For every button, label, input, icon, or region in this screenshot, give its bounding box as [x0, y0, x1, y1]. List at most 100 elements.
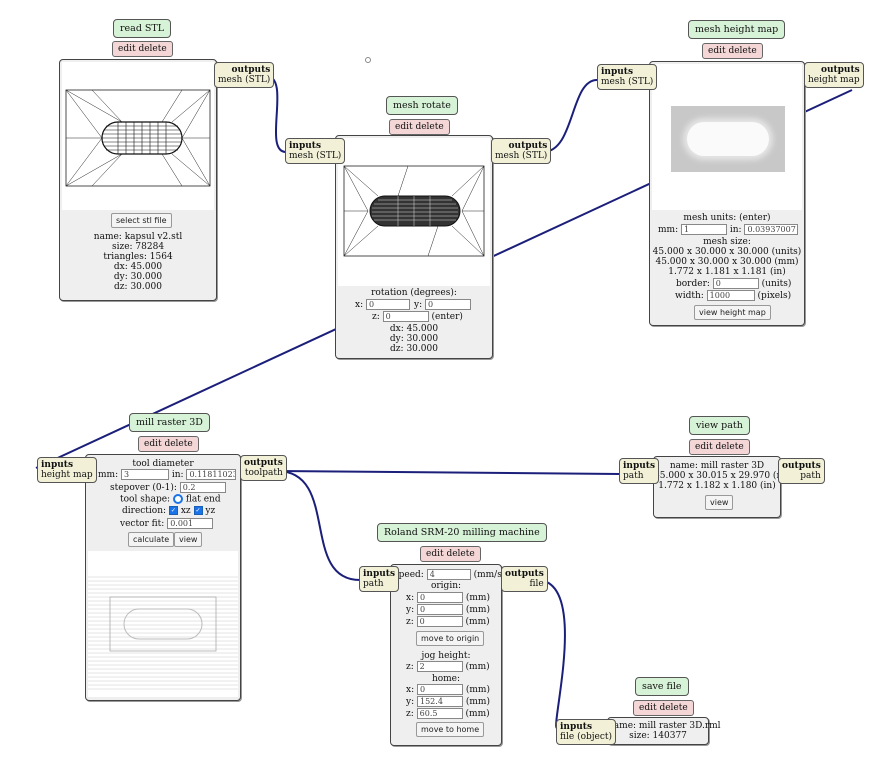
rotation-x-row: x: 0 — [355, 299, 410, 311]
stepover-label: stepover (0-1): — [110, 483, 177, 493]
mm-unit: (mm) — [465, 605, 490, 615]
port-type: path — [623, 471, 644, 481]
y-label: y: — [406, 697, 415, 707]
roland-input-port[interactable]: inputs path — [359, 566, 400, 592]
inputs-label: inputs — [41, 460, 74, 470]
tool-in-input[interactable]: 0.11811023( — [186, 469, 237, 480]
mesh-height-map-input-port[interactable]: inputs mesh (STL) — [597, 64, 658, 90]
origin-label: origin: — [430, 581, 462, 591]
jog-z-input[interactable]: 2 — [416, 661, 463, 672]
mesh-rotate-edit-delete[interactable]: edit delete — [389, 119, 450, 135]
mesh-height-map-output-port[interactable]: outputs height map — [804, 62, 864, 88]
home-x-input[interactable]: 0 — [416, 684, 463, 695]
z-label: z: — [406, 617, 414, 627]
save-file-size: size: 140377 — [629, 731, 687, 741]
view-path-output-port[interactable]: outputs path — [778, 458, 825, 484]
mm-unit: (mm) — [465, 709, 490, 719]
mesh-rotate-input-port[interactable]: inputs mesh (STL) — [285, 138, 346, 164]
outputs-label: outputs — [508, 141, 548, 151]
origin-z-input[interactable]: 0 — [416, 616, 463, 627]
direction-row: direction: ✓ xz ✓ yz — [122, 506, 215, 517]
read-stl-preview — [62, 62, 214, 210]
origin-y-input[interactable]: 0 — [417, 604, 463, 615]
port-type: height map — [41, 470, 93, 480]
width-unit: (pixels) — [757, 291, 792, 301]
outputs-label: outputs — [782, 461, 821, 471]
read-stl-title[interactable]: read STL — [113, 19, 172, 38]
roland-edit-delete[interactable]: edit delete — [420, 546, 481, 562]
save-file-panel: name: mill raster 3D.rml size: 140377 — [607, 717, 721, 745]
tool-diameter-label: tool diameter — [132, 459, 194, 469]
rotation-y-row: y: 0 — [414, 299, 471, 311]
wire-mill-to-viewpath — [276, 470, 621, 475]
tool-diameter-row: mm: 3 in: 0.11811023( — [98, 469, 237, 481]
tool-mm-input[interactable]: 3 — [120, 469, 169, 480]
mm-label: mm: — [658, 225, 679, 235]
border-unit: (units) — [761, 279, 792, 289]
view-path-input-port[interactable]: inputs path — [619, 458, 660, 484]
mill-raster-edit-delete[interactable]: edit delete — [138, 436, 199, 452]
toolpath-image — [88, 576, 238, 690]
mesh-height-map-title[interactable]: mesh height map — [688, 20, 786, 39]
view-toolpath-button[interactable]: view — [174, 532, 203, 547]
move-to-origin-button[interactable]: move to origin — [416, 631, 485, 646]
mill-raster-title[interactable]: mill raster 3D — [129, 413, 210, 432]
width-input[interactable]: 1000 — [706, 290, 755, 301]
yz-checkbox[interactable]: ✓ — [193, 506, 203, 515]
stepover-input[interactable]: 0.2 — [179, 482, 226, 493]
speed-input[interactable]: 4 — [426, 569, 471, 580]
roland-title[interactable]: Roland SRM-20 milling machine — [377, 523, 547, 542]
home-y-input[interactable]: 152.4 — [417, 696, 463, 707]
save-file-edit-delete[interactable]: edit delete — [633, 700, 694, 716]
border-input[interactable]: 0 — [712, 278, 759, 289]
tool-shape-label: tool shape: — [120, 494, 171, 505]
mesh-height-map-panel: mesh units: (enter) mm: 1 in: 0.03937007… — [649, 61, 805, 326]
calculate-button[interactable]: calculate — [128, 532, 175, 547]
move-to-home-button[interactable]: move to home — [416, 722, 485, 737]
mm-unit: (mm) — [465, 685, 490, 695]
mesh-units-in-input[interactable]: 0.03937007 — [744, 224, 799, 235]
width-label: width: — [675, 291, 704, 301]
inputs-label: inputs — [601, 67, 634, 77]
mesh-rotate-output-port[interactable]: outputs mesh (STL) — [491, 138, 552, 164]
jog-z-row: z: 2 (mm) — [406, 661, 490, 673]
flat-end-radio[interactable] — [172, 494, 183, 504]
outputs-label: outputs — [231, 65, 271, 75]
mesh-size-in: 1.772 x 1.181 x 1.181 (in) — [668, 267, 786, 277]
read-stl-edit-delete[interactable]: edit delete — [112, 41, 173, 57]
border-row: border: 0 (units) — [676, 278, 791, 290]
direction-label: direction: — [122, 506, 167, 516]
origin-x-input[interactable]: 0 — [416, 592, 463, 603]
view-path-name: name: mill raster 3D — [669, 461, 765, 471]
mill-raster-output-port[interactable]: outputs toolpath — [240, 455, 287, 481]
rotation-x-input[interactable]: 0 — [365, 299, 410, 310]
mill-raster-input-port[interactable]: inputs height map — [37, 457, 97, 483]
enter-note: (enter) — [431, 312, 463, 322]
view-height-map-button[interactable]: view height map — [694, 305, 771, 320]
xz-checkbox[interactable]: ✓ — [168, 506, 178, 515]
mesh-height-map-edit-delete[interactable]: edit delete — [702, 43, 763, 59]
speed-label: speed: — [394, 570, 424, 580]
read-stl-output-port[interactable]: outputs mesh (STL) — [214, 62, 275, 88]
rotation-z-input[interactable]: 0 — [382, 311, 429, 322]
port-type: mesh (STL) — [601, 77, 654, 87]
view-path-button[interactable]: view — [705, 495, 734, 510]
port-type: file — [529, 579, 544, 589]
mesh-rotate-panel: rotation (degrees): x: 0 y: 0 z: 0 (ente… — [335, 135, 493, 359]
rotation-y-input[interactable]: 0 — [425, 299, 471, 310]
roland-output-port[interactable]: outputs file — [501, 566, 548, 592]
mesh-units-mm-input[interactable]: 1 — [680, 224, 727, 235]
rotate-dy: dy: 30.000 — [389, 334, 439, 344]
vector-fit-input[interactable]: 0.001 — [167, 518, 214, 529]
mesh-rotate-title[interactable]: mesh rotate — [386, 96, 458, 115]
mm-unit: (mm) — [465, 617, 490, 627]
view-path-title[interactable]: view path — [689, 416, 750, 435]
home-z-input[interactable]: 60.5 — [416, 708, 463, 719]
view-path-edit-delete[interactable]: edit delete — [689, 439, 750, 455]
save-file-title[interactable]: save file — [635, 677, 689, 696]
save-file-input-port[interactable]: inputs file (object) — [556, 719, 617, 745]
select-stl-file-button[interactable]: select stl file — [111, 213, 172, 228]
outputs-label: outputs — [244, 458, 283, 468]
border-label: border: — [676, 279, 710, 289]
z-label: z: — [406, 662, 414, 672]
